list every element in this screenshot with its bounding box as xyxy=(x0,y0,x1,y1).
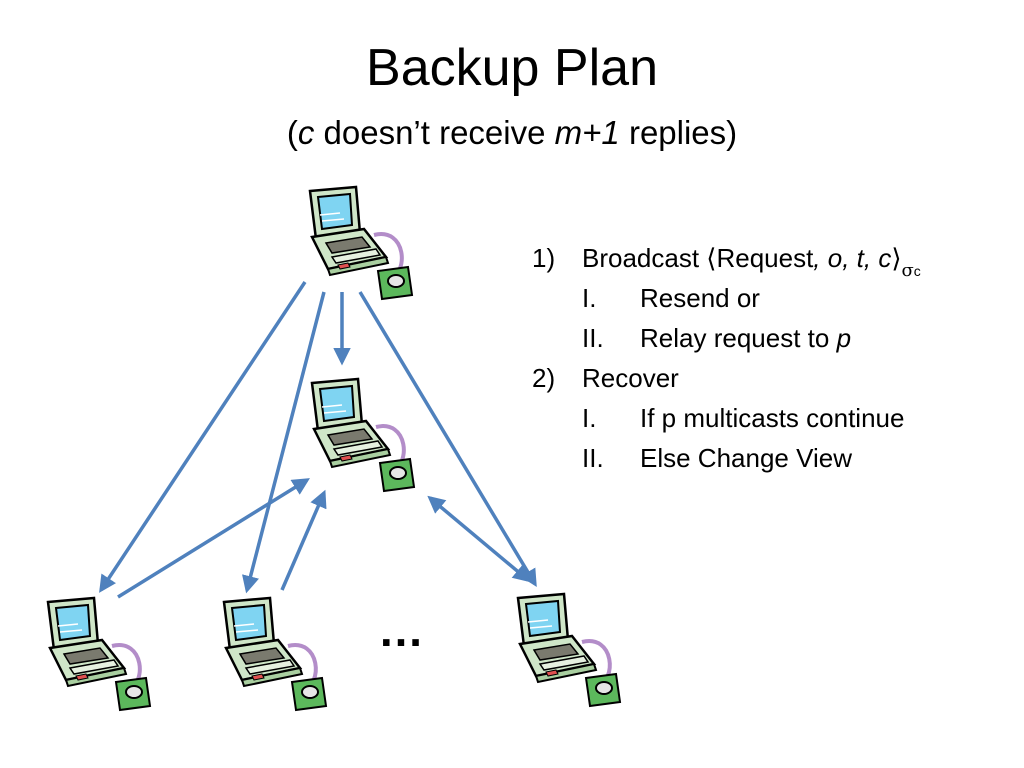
slide-subtitle: (c doesn’t receive m+1 replies) xyxy=(0,113,1024,153)
sigma-subscript: σ xyxy=(901,260,914,281)
request-label: Request xyxy=(716,243,814,273)
sub-text-italic: p xyxy=(836,323,852,353)
sub-text: Relay request to p xyxy=(640,318,851,358)
arrow-primary-right xyxy=(427,495,531,583)
rangle: ⟩ xyxy=(891,244,902,274)
sigma-c-subscript: c xyxy=(913,263,921,279)
langle: ⟨ xyxy=(706,244,717,274)
step-text-pre: Broadcast xyxy=(582,243,707,273)
subtitle-open: ( xyxy=(286,114,298,151)
arrow-mid-to-primary xyxy=(280,489,327,591)
arrow-left-to-primary xyxy=(117,478,310,599)
slide-title: Backup Plan xyxy=(366,39,658,97)
subtitle-m1: m+1 xyxy=(554,114,620,151)
step-2-sub-2: II. Else Change View xyxy=(532,438,1002,478)
step-text: Broadcast ⟨Request, o, t, c⟩σc xyxy=(582,238,921,282)
sub-text-pre: Relay request to xyxy=(640,323,837,353)
laptop-icon-replica-middle xyxy=(222,596,328,712)
step-text: Recover xyxy=(582,363,679,393)
sub-number: II. xyxy=(582,323,604,353)
request-args: , o, t, c xyxy=(813,243,892,273)
sub-number: II. xyxy=(582,443,604,473)
subtitle-mid: doesn’t receive xyxy=(314,114,555,151)
step-1-sub-1: I. Resend or xyxy=(532,278,1002,318)
laptop-icon-replica-left xyxy=(46,596,152,712)
laptop-icon-replica-right xyxy=(516,592,622,708)
laptop-icon-client xyxy=(308,185,414,301)
subtitle-close: replies) xyxy=(619,114,738,151)
step-2: 2) Recover xyxy=(532,358,1002,398)
arrow-client-to-right xyxy=(358,291,537,588)
steps-list: 1) Broadcast ⟨Request, o, t, c⟩σc I. Res… xyxy=(532,238,1002,478)
sub-text: Resend or xyxy=(640,283,760,313)
sub-text: Else Change View xyxy=(640,443,852,473)
step-1: 1) Broadcast ⟨Request, o, t, c⟩σc xyxy=(532,238,1002,281)
step-1-sub-2: II. Relay request to p xyxy=(532,318,1002,358)
arrow-client-to-left xyxy=(99,281,307,593)
step-number: 2) xyxy=(532,363,556,393)
ellipsis: … xyxy=(378,604,428,656)
sub-number: I. xyxy=(582,283,597,313)
subtitle-c: c xyxy=(297,114,315,151)
arrow-client-to-mid xyxy=(242,291,326,594)
sub-number: I. xyxy=(582,403,597,433)
laptop-icon-primary xyxy=(310,377,416,493)
step-number: 1) xyxy=(532,243,556,273)
arrows xyxy=(99,281,537,599)
step-2-sub-1: I. If p multicasts continue xyxy=(532,398,1002,438)
sub-text: If p multicasts continue xyxy=(640,403,905,433)
